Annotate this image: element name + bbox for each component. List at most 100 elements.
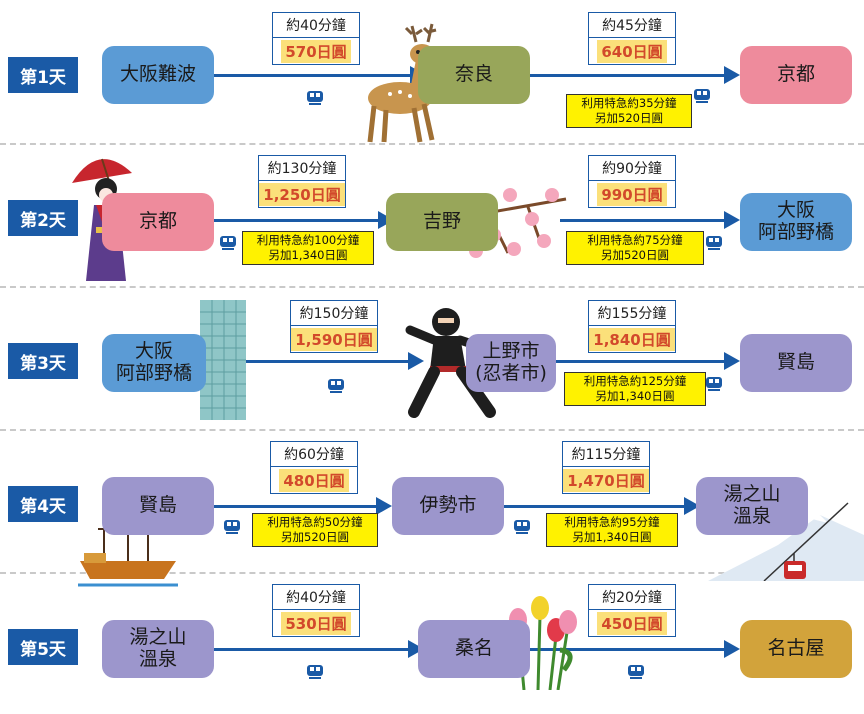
- day-label: 第3天: [8, 343, 78, 379]
- route-line: [214, 648, 412, 651]
- day-label: 第5天: [8, 629, 78, 665]
- travel-time: 約150分鐘: [290, 300, 378, 325]
- fare: 1,470日圓: [562, 466, 650, 494]
- fare-value: 990日圓: [597, 182, 667, 206]
- train-icon: [706, 377, 722, 391]
- travel-time: 約90分鐘: [588, 155, 676, 180]
- leg-info: 約150分鐘 1,590日圓: [290, 300, 378, 353]
- fare: 990日圓: [588, 180, 676, 208]
- train-icon: [328, 379, 344, 393]
- travel-time: 約40分鐘: [272, 584, 360, 609]
- leg-info: 約90分鐘 990日圓: [588, 155, 676, 208]
- train-icon: [224, 520, 240, 534]
- route-arrow: [724, 211, 740, 229]
- leg-info: 約130分鐘 1,250日圓: [258, 155, 346, 208]
- route-arrow: [724, 66, 740, 84]
- leg-info: 約115分鐘 1,470日圓: [562, 441, 650, 494]
- ninja-illustration: [405, 308, 501, 418]
- station-osaka-abenobashi: 大阪 阿部野橋: [740, 193, 852, 251]
- travel-time: 約130分鐘: [258, 155, 346, 180]
- day-5-row: 第5天 湯之山 溫泉 桑名 名古屋 約40分鐘 530日圓 約20分鐘 450日…: [0, 572, 864, 714]
- route-arrow: [408, 352, 424, 370]
- leg-info: 約20分鐘 450日圓: [588, 584, 676, 637]
- ropeway-illustration: [708, 502, 864, 581]
- station-kyoto: 京都: [740, 46, 852, 104]
- row-separator: [0, 572, 864, 574]
- fare: 530日圓: [272, 609, 360, 637]
- day-4-row: 第4天 賢島 伊勢市 湯之山 溫泉 約60分鐘 480日圓 約115分鐘 1,4…: [0, 429, 864, 587]
- fare: 450日圓: [588, 609, 676, 637]
- train-icon: [694, 89, 710, 103]
- express-note: 利用特急約75分鐘 另加520日圓: [566, 231, 704, 265]
- travel-time: 約115分鐘: [562, 441, 650, 466]
- route-line: [214, 360, 412, 363]
- travel-time: 約155分鐘: [588, 300, 676, 325]
- fare-value: 530日圓: [281, 611, 351, 635]
- route-line: [530, 74, 728, 77]
- row-separator: [0, 286, 864, 288]
- skyscraper-illustration: [200, 300, 246, 420]
- row-separator: [0, 143, 864, 145]
- fare-value: 1,250日圓: [259, 182, 345, 206]
- train-icon: [220, 236, 236, 250]
- day-label: 第1天: [8, 57, 78, 93]
- fare-value: 480日圓: [279, 468, 349, 492]
- route-arrow: [376, 497, 392, 515]
- fare-value: 1,840日圓: [589, 327, 675, 351]
- express-note: 利用特急約125分鐘 另加1,340日圓: [564, 372, 706, 406]
- fare: 1,590日圓: [290, 325, 378, 353]
- station-yunoyama-onsen: 湯之山 溫泉: [696, 477, 808, 535]
- fare: 1,250日圓: [258, 180, 346, 208]
- station-osaka-namba: 大阪難波: [102, 46, 214, 104]
- express-note: 利用特急約95分鐘 另加1,340日圓: [546, 513, 678, 547]
- express-note: 利用特急約100分鐘 另加1,340日圓: [242, 231, 374, 265]
- station-kuwana: 桑名: [418, 620, 530, 678]
- fare: 640日圓: [588, 37, 676, 65]
- station-nara: 奈良: [418, 46, 530, 104]
- train-icon: [307, 91, 323, 105]
- route-line: [504, 505, 688, 508]
- fare: 1,840日圓: [588, 325, 676, 353]
- travel-time: 約40分鐘: [272, 12, 360, 37]
- route-arrow: [724, 352, 740, 370]
- station-ise-shi: 伊勢市: [392, 477, 504, 535]
- station-yunoyama-onsen: 湯之山 溫泉: [102, 620, 214, 678]
- station-yoshino: 吉野: [386, 193, 498, 251]
- station-kashikojima: 賢島: [102, 477, 214, 535]
- route-line: [556, 360, 728, 363]
- route-line: [214, 74, 414, 77]
- row-separator: [0, 429, 864, 431]
- route-line: [560, 219, 728, 222]
- express-note: 利用特急約50分鐘 另加520日圓: [252, 513, 378, 547]
- leg-info: 約45分鐘 640日圓: [588, 12, 676, 65]
- fare-value: 640日圓: [597, 39, 667, 63]
- day-2-row: 第2天 京都 吉野 大阪 阿部野橋 約130分鐘 1,250日圓 約90分鐘 9…: [0, 143, 864, 285]
- route-arrow: [724, 640, 740, 658]
- fare-value: 450日圓: [597, 611, 667, 635]
- train-icon: [514, 520, 530, 534]
- route-line: [214, 505, 380, 508]
- leg-info: 約155分鐘 1,840日圓: [588, 300, 676, 353]
- travel-time: 約45分鐘: [588, 12, 676, 37]
- train-icon: [307, 665, 323, 679]
- travel-time: 約60分鐘: [270, 441, 358, 466]
- station-ueno-shi: 上野市 (忍者市): [466, 334, 556, 392]
- fare-value: 570日圓: [281, 39, 351, 63]
- day-label: 第2天: [8, 200, 78, 236]
- route-line: [530, 648, 728, 651]
- day-label: 第4天: [8, 486, 78, 522]
- day-3-row: 第3天 大阪 阿部野橋 上野市 (忍者市) 賢島 約150分鐘 1,590日圓 …: [0, 286, 864, 428]
- leg-info: 約60分鐘 480日圓: [270, 441, 358, 494]
- travel-time: 約20分鐘: [588, 584, 676, 609]
- fare: 570日圓: [272, 37, 360, 65]
- station-kashikojima: 賢島: [740, 334, 852, 392]
- fare-value: 1,590日圓: [291, 327, 377, 351]
- station-nagoya: 名古屋: [740, 620, 852, 678]
- day-1-row: 第1天 大阪難波 奈良 京都 約40分鐘 570日圓 約45分鐘 640日圓 利…: [0, 0, 864, 143]
- leg-info: 約40分鐘 570日圓: [272, 12, 360, 65]
- train-icon: [706, 236, 722, 250]
- station-osaka-abenobashi: 大阪 阿部野橋: [102, 334, 206, 392]
- train-icon: [628, 665, 644, 679]
- fare: 480日圓: [270, 466, 358, 494]
- fare-value: 1,470日圓: [563, 468, 649, 492]
